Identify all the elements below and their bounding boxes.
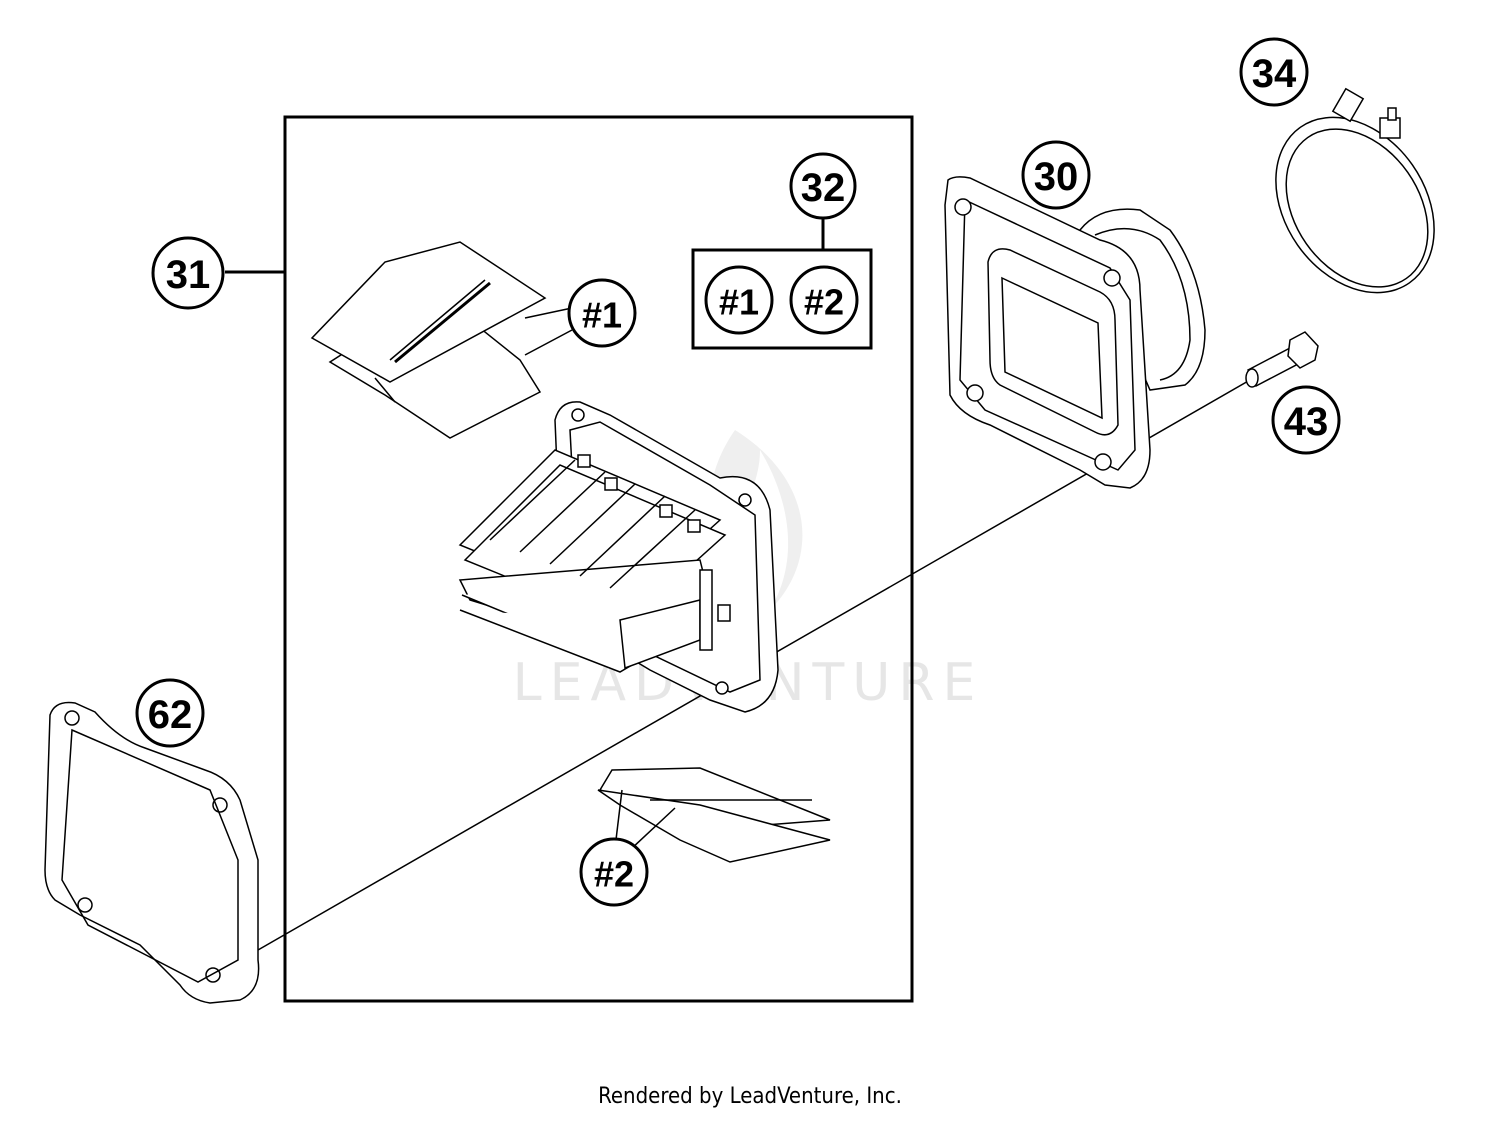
footer-credit: Rendered by LeadVenture, Inc.: [598, 1084, 902, 1109]
callout-31-text: 31: [166, 253, 211, 297]
callout-r1-kit-text: #1: [719, 282, 759, 323]
hose-clamp-34: [1275, 87, 1435, 294]
callout-r1-top-text: #1: [582, 295, 622, 336]
leader-r2-bottom-b: [629, 807, 676, 851]
callout-r1-kit: #1: [704, 265, 774, 335]
callout-32-text: 32: [801, 166, 846, 210]
callout-34: 34: [1239, 37, 1309, 107]
callout-32: 32: [789, 152, 857, 220]
callout-43-text: 43: [1284, 400, 1329, 444]
reed-valve-block: [458, 401, 779, 713]
leader-r1-top-b: [524, 329, 573, 356]
callout-r2-kit-text: #2: [804, 282, 844, 323]
reed-petals-1: [310, 241, 547, 439]
leader-r1-top-a: [524, 307, 573, 319]
gasket-62: [44, 701, 260, 1004]
callout-r1-top: #1: [567, 278, 637, 348]
callout-r2-bottom: #2: [579, 837, 649, 907]
callout-r2-kit: #2: [789, 265, 859, 335]
callout-34-text: 34: [1252, 52, 1297, 96]
callout-62: 62: [135, 678, 205, 748]
callout-30: 30: [1021, 140, 1091, 210]
bolt-43: [1245, 331, 1319, 388]
callout-62-text: 62: [148, 693, 193, 737]
callout-r2-bottom-text: #2: [594, 854, 634, 895]
callout-31: 31: [151, 236, 225, 310]
reed-petals-2: [597, 767, 831, 863]
intake-flange-30: [944, 176, 1206, 489]
callout-30-text: 30: [1034, 155, 1079, 199]
kit-frame: [283, 115, 914, 1003]
callout-43: 43: [1271, 385, 1341, 455]
